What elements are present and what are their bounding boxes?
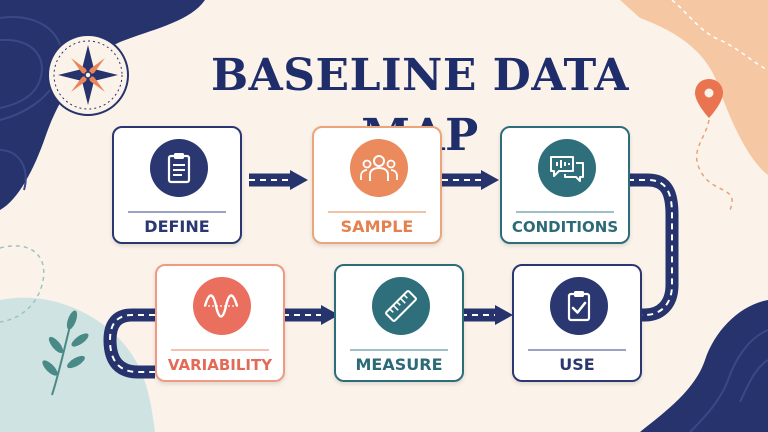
define-badge: [150, 139, 208, 197]
sample-badge: [350, 139, 408, 197]
peach-blob-top-right: [620, 0, 768, 175]
step-label-conditions: CONDITIONS: [511, 218, 619, 236]
step-card-conditions: CONDITIONS: [500, 126, 630, 244]
clipboard-icon: [167, 153, 191, 184]
leaf-sprig-icon: [42, 310, 89, 396]
conditions-badge: [538, 139, 596, 197]
sine-wave-icon: [203, 294, 240, 318]
variability-divider: [171, 349, 269, 351]
step-label-define: DEFINE: [144, 217, 210, 236]
use-divider: [528, 349, 626, 351]
use-badge: [550, 277, 608, 335]
step-card-use: USE: [512, 264, 642, 382]
people-group-icon: [360, 155, 398, 181]
checklist-icon: [567, 291, 591, 322]
step-card-measure: MEASURE: [334, 264, 464, 382]
road-path: [103, 170, 679, 379]
step-label-sample: SAMPLE: [340, 217, 414, 236]
page-title: BASELINE DATA MAP: [210, 50, 630, 161]
step-card-define: DEFINE: [112, 126, 242, 244]
conditions-divider: [516, 211, 614, 213]
measure-divider: [350, 349, 448, 351]
navy-blob-top-left: [0, 0, 205, 210]
step-card-sample: SAMPLE: [312, 126, 442, 244]
step-card-variability: VARIABILITY: [155, 264, 285, 382]
define-divider: [128, 211, 226, 213]
map-pin-icon: [695, 79, 733, 211]
step-label-variability: VARIABILITY: [167, 356, 273, 374]
compass-rose-icon: [47, 34, 129, 116]
measure-badge: [372, 277, 430, 335]
speech-bubbles-icon: [550, 156, 584, 182]
ruler-icon: [385, 290, 417, 322]
step-label-use: USE: [559, 355, 595, 374]
sample-divider: [328, 211, 426, 213]
step-label-measure: MEASURE: [355, 355, 443, 374]
variability-badge: [193, 277, 251, 335]
navy-blob-bottom-right: [640, 300, 768, 432]
